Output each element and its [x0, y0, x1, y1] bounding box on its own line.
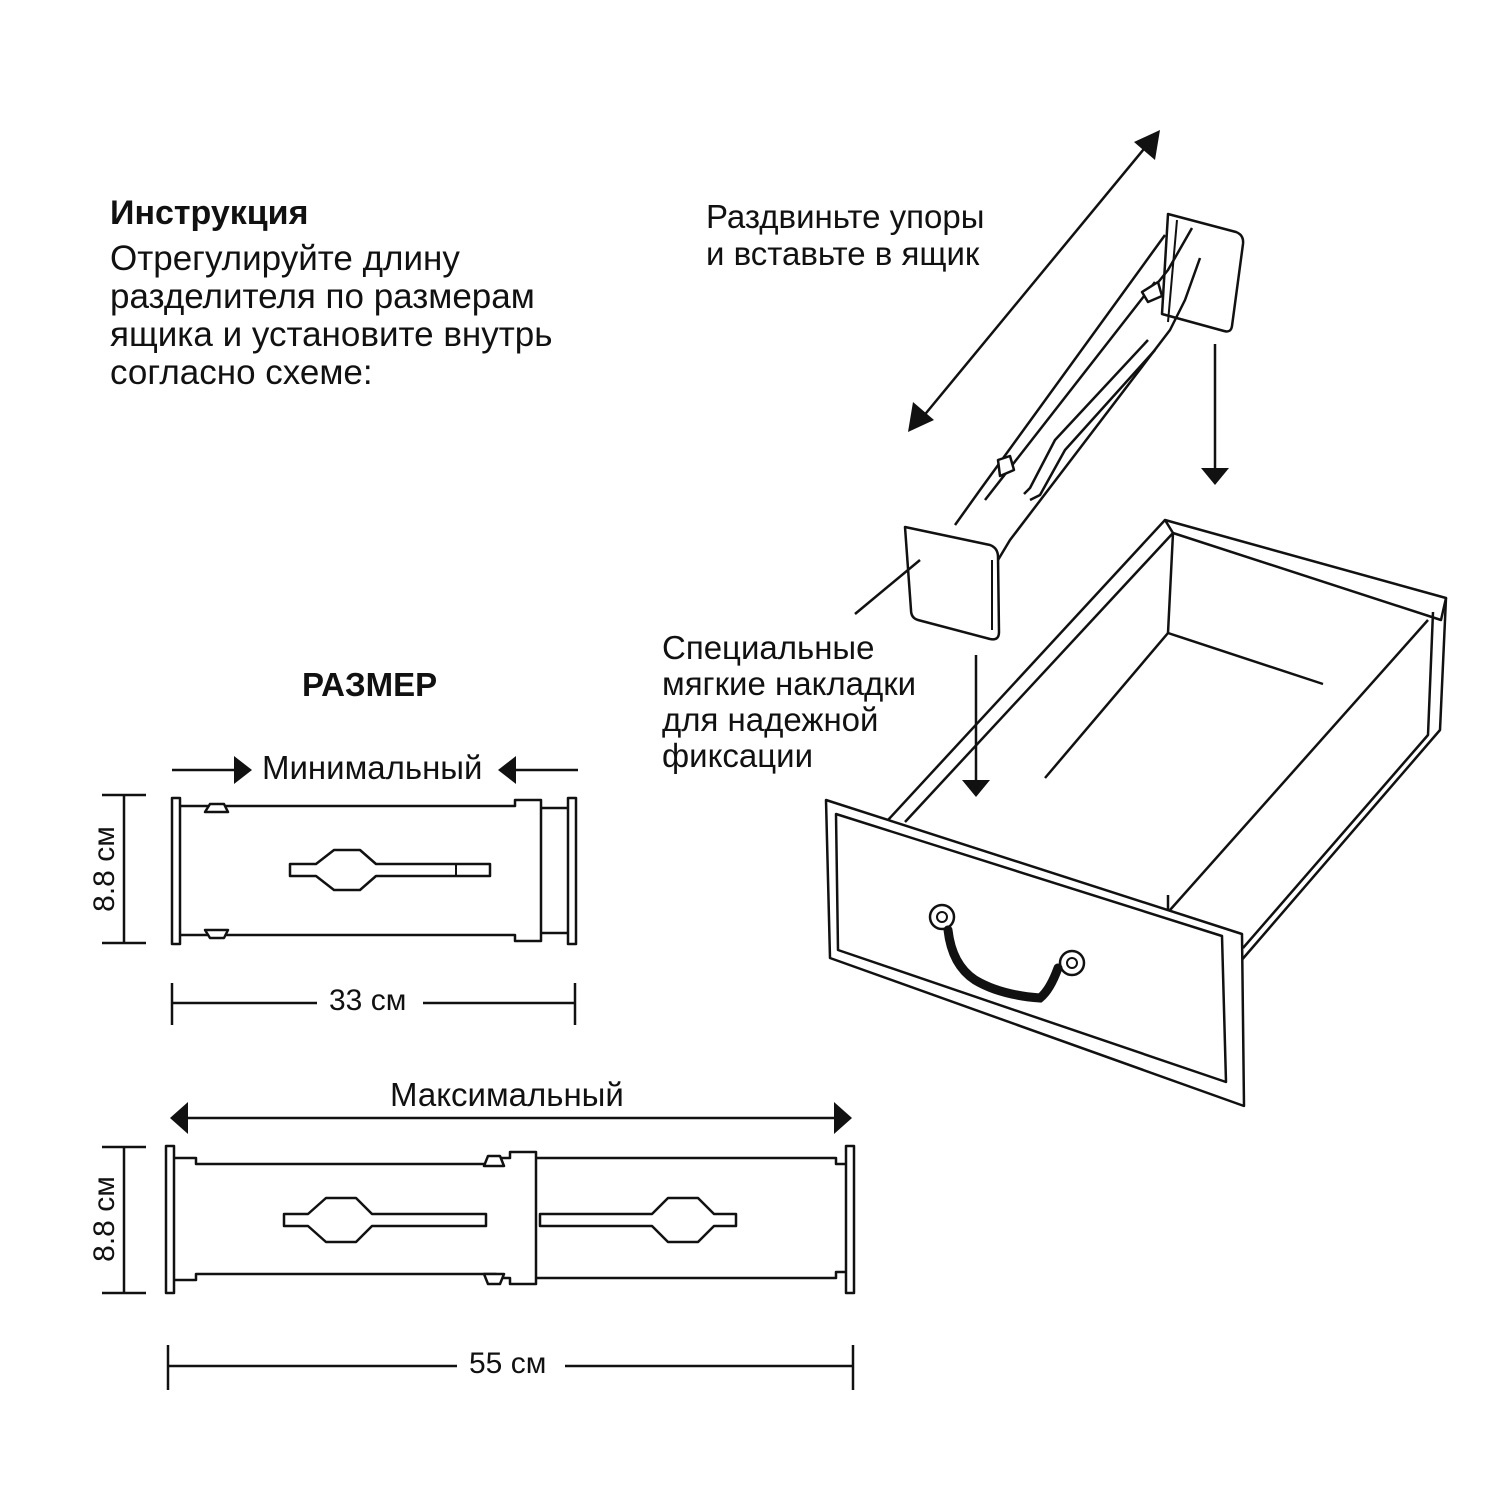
max-label: Максимальный: [390, 1076, 624, 1113]
size-title: РАЗМЕР: [302, 666, 438, 703]
max-length-label: 55 см: [469, 1347, 547, 1380]
max-height-label: 8.8 см: [87, 1176, 121, 1262]
extend-callout: Раздвиньте упоры и вставьте в ящик: [706, 198, 985, 272]
min-height-label: 8.8 см: [87, 826, 121, 912]
pads-leader-line: [854, 559, 921, 615]
extend-double-arrow: [908, 130, 1160, 432]
min-length-label: 33 см: [329, 984, 407, 1017]
instruction-text: Отрегулируйте длину разделителя по разме…: [110, 239, 553, 392]
max-dimension-drawing: [102, 1102, 856, 1390]
insert-arrows: [962, 344, 1229, 797]
min-label: Минимальный: [262, 749, 483, 786]
instruction-title: Инструкция: [110, 194, 309, 232]
divider-illustration: [903, 212, 1245, 641]
drawer-handle: [928, 903, 1086, 1003]
pads-callout: Специальные мягкие накладки для надежной…: [662, 629, 917, 774]
min-dimension-drawing: [102, 756, 578, 1025]
drawer-illustration: [824, 518, 1448, 1108]
